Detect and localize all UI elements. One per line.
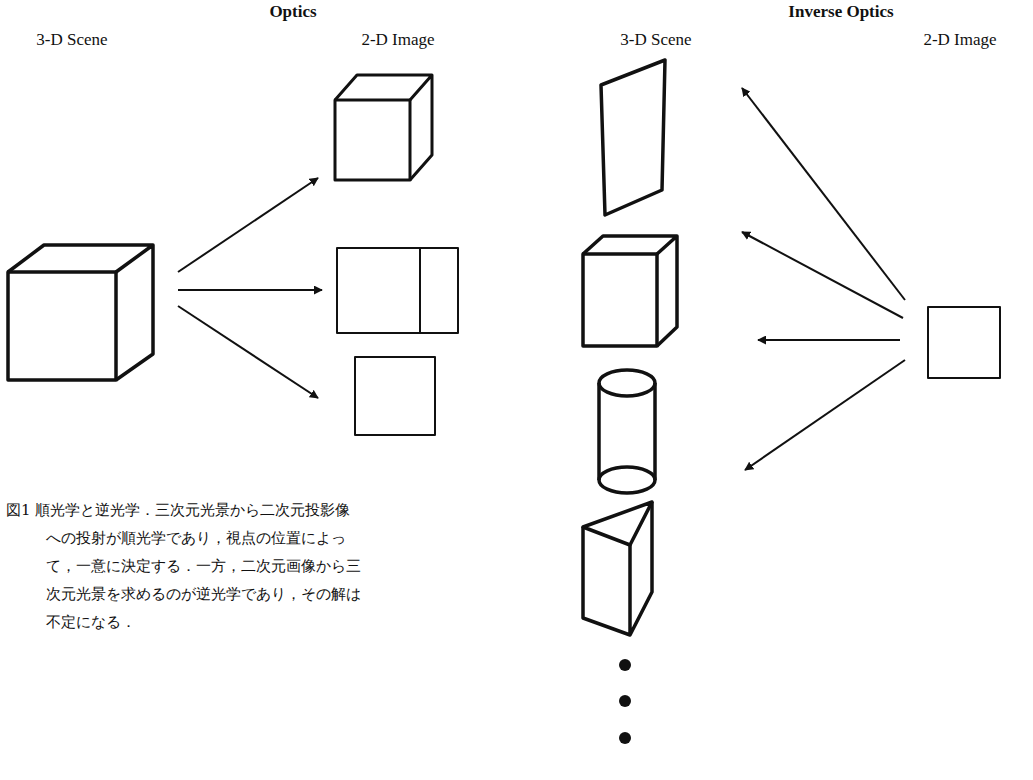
column-label: 2-D Image xyxy=(923,30,996,50)
column-label: 3-D Scene xyxy=(620,30,691,50)
scene-cube xyxy=(8,245,153,380)
figure-caption: 図1 順光学と逆光学．三次元光景から二次元投影像への投射が順光学であり，視点の位… xyxy=(6,496,364,636)
panel-heading: Inverse Optics xyxy=(788,2,893,22)
ellipsis-dots xyxy=(619,659,631,744)
inverse-arrows xyxy=(742,88,905,470)
column-label: 2-D Image xyxy=(361,30,434,50)
projected-images xyxy=(335,75,458,435)
projection-arrows xyxy=(178,178,322,398)
panel-heading: Optics xyxy=(269,2,316,22)
column-label: 3-D Scene xyxy=(36,30,107,50)
candidate-scenes xyxy=(583,60,677,635)
input-image xyxy=(928,307,1000,378)
